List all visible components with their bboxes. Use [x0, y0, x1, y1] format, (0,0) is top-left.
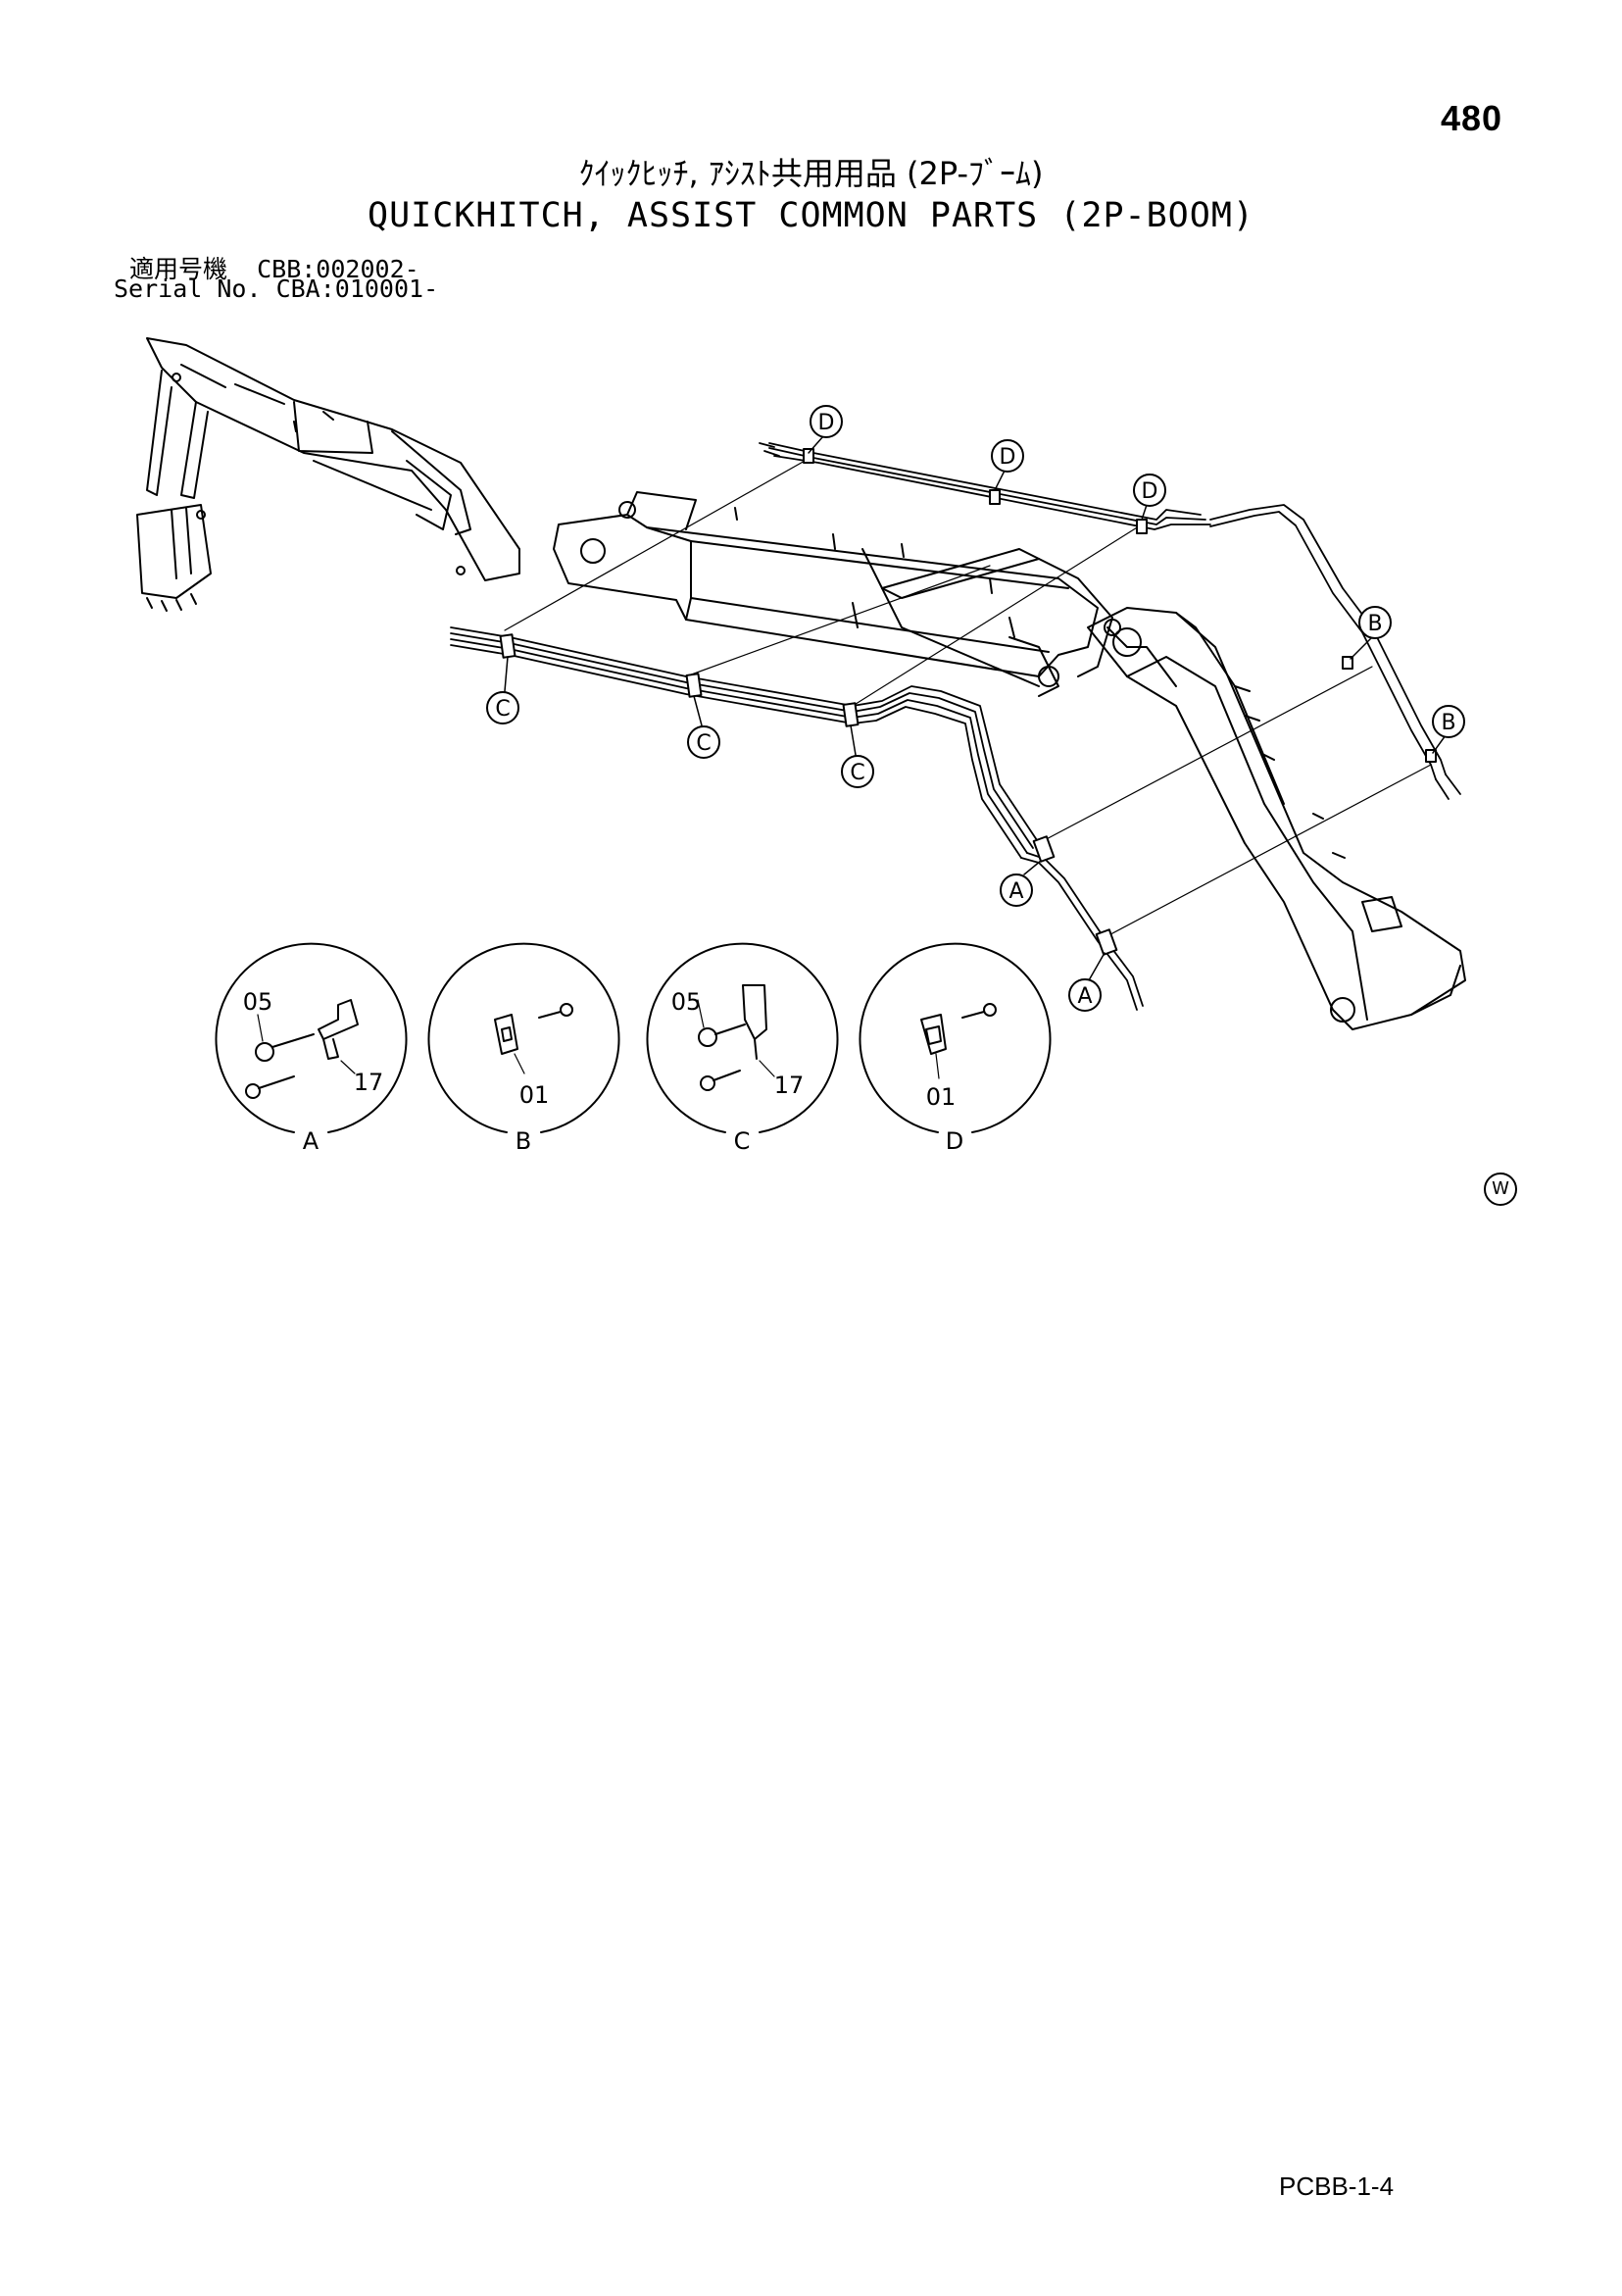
serial-number: Serial No. CBA:010001-: [114, 275, 439, 303]
page-code: PCBB-1-4: [1279, 2171, 1395, 2201]
callout-b-1: B: [1367, 612, 1382, 636]
callout-a-2: A: [1077, 984, 1092, 1009]
callout-d-2: D: [1000, 445, 1016, 470]
callout-a-1: A: [1008, 879, 1023, 904]
callout-d-1: D: [818, 411, 835, 435]
title-english: QUICKHITCH, ASSIST COMMON PARTS (2P-BOOM…: [368, 196, 1254, 235]
callout-b-2: B: [1441, 711, 1455, 735]
callout-c-1: C: [495, 697, 510, 722]
detail-b-part: 01: [519, 1081, 550, 1109]
applicable-serial-jp: 適用号機 CBB:002002-: [129, 255, 419, 283]
callout-circles: [486, 405, 1465, 1012]
callout-d-3: D: [1142, 479, 1158, 504]
callout-c-2: C: [696, 731, 711, 756]
detail-a-letter: A: [303, 1127, 319, 1155]
hose-clamps: [499, 448, 1437, 956]
detail-a-part-top: 05: [243, 988, 273, 1016]
callout-c-3: C: [850, 761, 864, 785]
detail-d-letter: D: [946, 1127, 963, 1155]
detail-c-letter: C: [734, 1127, 751, 1155]
watermark-symbol: W: [1484, 1173, 1517, 1206]
title-japanese: ｸｲｯｸﾋｯﾁ, ｱｼｽﾄ共用用品 (2P-ﾌﾞｰﾑ): [578, 155, 1044, 192]
detail-a-part-bottom: 17: [354, 1069, 384, 1096]
detail-c-part-top: 05: [671, 988, 702, 1016]
boom-drawing: [553, 491, 1466, 1030]
detail-d-part: 01: [926, 1083, 957, 1111]
detail-c-part-bottom: 17: [774, 1072, 805, 1099]
detail-views: [215, 942, 1052, 1133]
excavator-overview: [136, 337, 520, 612]
page-number: 480: [1441, 98, 1503, 138]
detail-b-letter: B: [516, 1127, 531, 1155]
hose-lines: [450, 442, 1461, 1011]
